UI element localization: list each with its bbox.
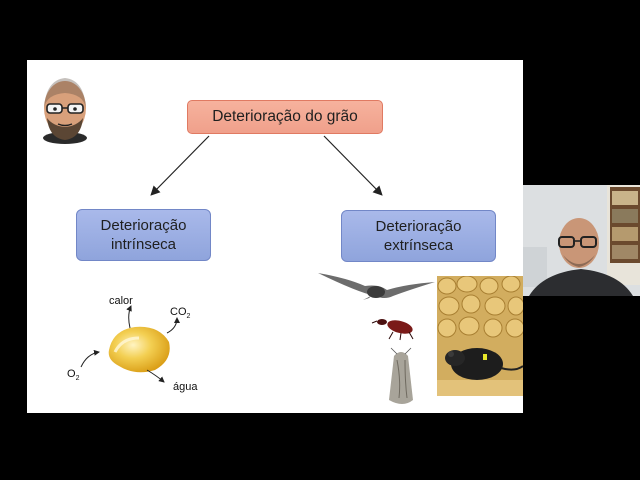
extrinsic-line-2: extrínseca [376,236,462,255]
weevil-insect-icon [372,318,414,340]
co2-label: CO2 [170,306,191,320]
water-arrow [147,370,164,382]
corn-kernel-icon [109,327,170,372]
heat-arrow [129,306,131,328]
pigeon-icon [318,273,435,300]
extrinsic-line-1: Deterioração [376,217,462,236]
intrinsic-deterioration-box: Deterioração intrínseca [76,209,211,261]
water-label: água [173,381,198,393]
o2-label: O2 [67,368,80,382]
moth-icon [389,348,413,404]
arrow-left [152,136,209,194]
intrinsic-line-1: Deterioração [101,216,187,235]
rat-on-grain-photo [437,276,523,396]
co2-arrow [167,318,177,333]
cartoon-man-avatar-icon [43,78,87,144]
extrinsic-deterioration-box: Deterioração extrínseca [341,210,496,262]
grain-deterioration-box: Deterioração do grão [187,100,383,134]
heat-label: calor [109,295,133,307]
grain-deterioration-label: Deterioração do grão [212,108,358,126]
o2-arrow [81,352,99,367]
arrow-right [324,136,381,194]
bookshelf [610,187,640,263]
webcam-video-tile [523,185,640,296]
intrinsic-line-2: intrínseca [101,235,187,254]
